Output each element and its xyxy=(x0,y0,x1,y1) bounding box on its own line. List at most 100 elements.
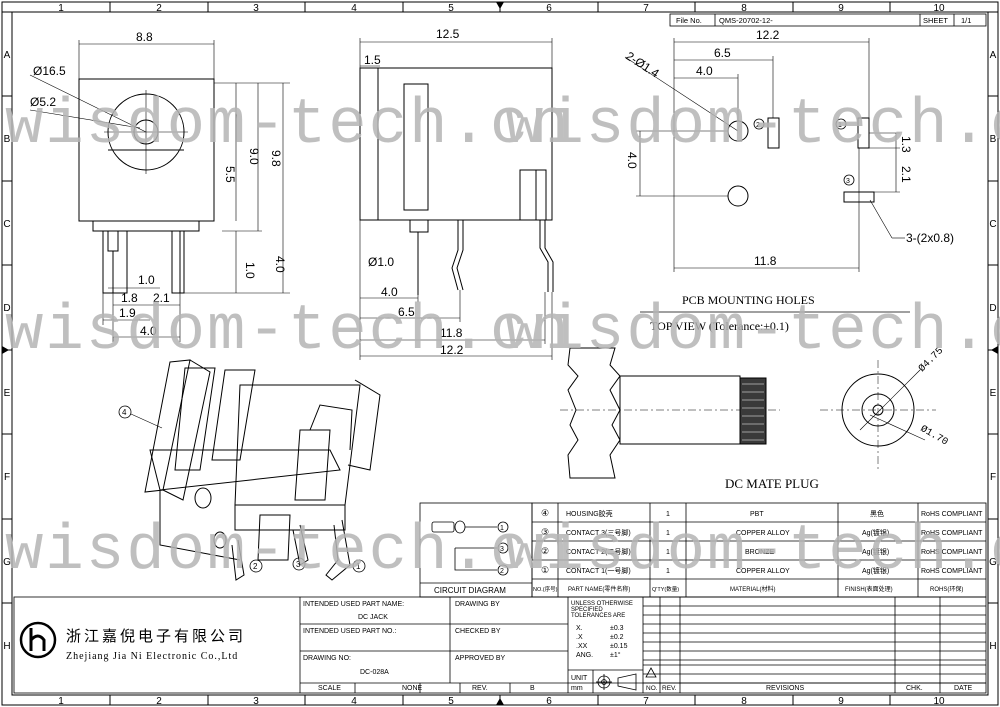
file-no-label: File No. xyxy=(676,16,702,25)
zone-col-2-bottom: 2 xyxy=(156,696,162,707)
zone-col-6: 6 xyxy=(546,3,552,14)
iso-balloon-3: 3 xyxy=(296,560,301,569)
side-view xyxy=(359,38,554,360)
front-dim-base-10: 1.0 xyxy=(243,262,257,279)
tolerance-value: ±0.3 xyxy=(610,625,624,632)
bom-row-finish: Ag(镀银) xyxy=(862,547,889,556)
zone-col-6-bottom: 6 xyxy=(546,696,552,707)
bom-row-qty: 1 xyxy=(666,530,670,537)
file-no-value: QMS-20702-12- xyxy=(719,16,773,25)
bom-row-material: PBT xyxy=(750,511,764,518)
zone-row-f-right: F xyxy=(990,472,996,483)
side-dim-length: 12.5 xyxy=(436,27,460,41)
pcb-dim-122: 12.2 xyxy=(756,28,780,42)
bom-row-rohs: RoHS COMPLIANT xyxy=(921,530,983,537)
pcb-dim-40: 4.0 xyxy=(696,64,713,78)
zone-col-4: 4 xyxy=(351,3,357,14)
unit-value: mm xyxy=(571,685,583,692)
front-dim-21: 2.1 xyxy=(153,291,170,305)
rev-table-no: NO. xyxy=(646,685,658,692)
bom-row-no: ③ xyxy=(541,527,549,537)
intended-part-name-label: INTENDED USED PART NAME: xyxy=(303,601,404,608)
revision-triangle-icon xyxy=(645,667,657,678)
side-dim-15: 1.5 xyxy=(364,53,381,67)
tolerance-key: .X xyxy=(576,634,583,641)
bom-row-finish: Ag(镀银) xyxy=(862,566,889,575)
pcb-balloon-2: 2 xyxy=(756,122,760,129)
bom-row-no: ① xyxy=(541,565,549,575)
tolerance-value: ±0.2 xyxy=(610,634,624,641)
bom-row-name: CONTACT 1(一号脚) xyxy=(566,566,631,575)
zone-col-3: 3 xyxy=(253,3,259,14)
tolerance-value: ±0.15 xyxy=(610,643,628,650)
bom-row-finish: Ag(镀银) xyxy=(862,528,889,537)
bom-row-material: COPPER ALLOY xyxy=(736,568,790,575)
zone-col-3-bottom: 3 xyxy=(253,696,259,707)
zone-col-8-bottom: 8 xyxy=(741,696,747,707)
drawing-no-label: DRAWING NO: xyxy=(303,655,351,662)
scale-label: SCALE xyxy=(318,685,341,692)
front-view-dims: 8.8 Ø16.5 Ø5.2 9.0 9.8 5.5 1.0 4.0 1.0 1… xyxy=(30,30,287,338)
tolerance-line-2: SPECIFIED xyxy=(571,607,603,613)
bom-row-qty: 1 xyxy=(666,511,670,518)
bom-row-name: CONTACT 2(二号脚) xyxy=(566,547,631,556)
rev-value: B xyxy=(530,685,535,692)
circuit-label: CIRCUIT DIAGRAM xyxy=(434,586,506,595)
zone-row-g-right: G xyxy=(989,557,997,568)
watermark-text-1: wisdom-tech.cn xyxy=(5,90,571,162)
watermark-text-5: wisdom-tech.cn xyxy=(5,516,571,588)
approved-by-label: APPROVED BY xyxy=(455,655,506,662)
pcb-balloon-1: 1 xyxy=(838,122,842,129)
zone-col-7: 7 xyxy=(643,3,649,14)
zone-row-a-right: A xyxy=(990,50,997,61)
isometric-view xyxy=(144,359,381,581)
tolerance-key: .XX xyxy=(576,643,588,650)
bom-header-rohs: ROHS(环保) xyxy=(930,585,963,593)
pcb-dim-118: 11.8 xyxy=(754,254,777,268)
bom-header-qty: Q'TY(数量) xyxy=(652,585,679,593)
title-block xyxy=(13,596,987,694)
title-block-text: INTENDED USED PART NAME: DC JACK INTENDE… xyxy=(303,601,972,692)
zone-col-1: 1 xyxy=(58,3,64,14)
front-dim-pin-40: 4.0 xyxy=(273,256,287,273)
bom-row-name: CONTACT 3(三号脚) xyxy=(566,528,631,537)
zone-col-7-bottom: 7 xyxy=(643,696,649,707)
bom-row-material: BRONZE xyxy=(745,549,775,556)
zone-col-9: 9 xyxy=(838,3,844,14)
bom-header-name: PART NAME(零件名称) xyxy=(568,585,630,593)
projection-symbol-icon xyxy=(596,673,637,691)
pcb-dim-21: 2.1 xyxy=(899,166,913,183)
bom-table xyxy=(531,502,987,598)
side-dim-40: 4.0 xyxy=(381,285,398,299)
zone-col-4-bottom: 4 xyxy=(351,696,357,707)
front-dim-18: 1.8 xyxy=(121,291,138,305)
side-dim-pin-diameter: Ø1.0 xyxy=(368,255,394,269)
watermark: wisdom-tech.cn wisdom-tech.cn wisdom-tec… xyxy=(5,90,1000,588)
zone-row-h: H xyxy=(3,641,10,652)
rev-label: REV. xyxy=(472,685,488,692)
bom-header-material: MATERIAL(材料) xyxy=(730,585,776,593)
zone-row-a: A xyxy=(4,50,11,61)
pcb-view xyxy=(624,38,910,313)
zone-col-9-bottom: 9 xyxy=(838,696,844,707)
zone-row-c-right: C xyxy=(989,219,996,230)
intended-part-no-label: INTENDED USED PART NO.: xyxy=(303,628,396,635)
front-dim-outer-diameter: Ø16.5 xyxy=(33,64,66,78)
iso-balloon-1: 1 xyxy=(356,562,361,571)
zone-row-f: F xyxy=(4,472,10,483)
drawing-no: DC-028A xyxy=(360,669,389,676)
plug-dim-inner: Ø1.70 xyxy=(918,423,950,448)
zone-row-g: G xyxy=(3,557,11,568)
zone-col-8: 8 xyxy=(741,3,747,14)
front-dim-inner-diameter: Ø5.2 xyxy=(30,95,56,109)
front-dim-40: 4.0 xyxy=(140,324,157,338)
circuit-pin-1: 1 xyxy=(500,525,504,532)
zone-col-5: 5 xyxy=(448,3,454,14)
sheet-value: 1/1 xyxy=(961,16,971,25)
tolerance-key: ANG. xyxy=(576,652,593,659)
bom-row-material: COPPER ALLOY xyxy=(736,530,790,537)
tolerance-value: ±1° xyxy=(610,651,621,659)
pcb-dim-13: 1.3 xyxy=(899,136,913,153)
